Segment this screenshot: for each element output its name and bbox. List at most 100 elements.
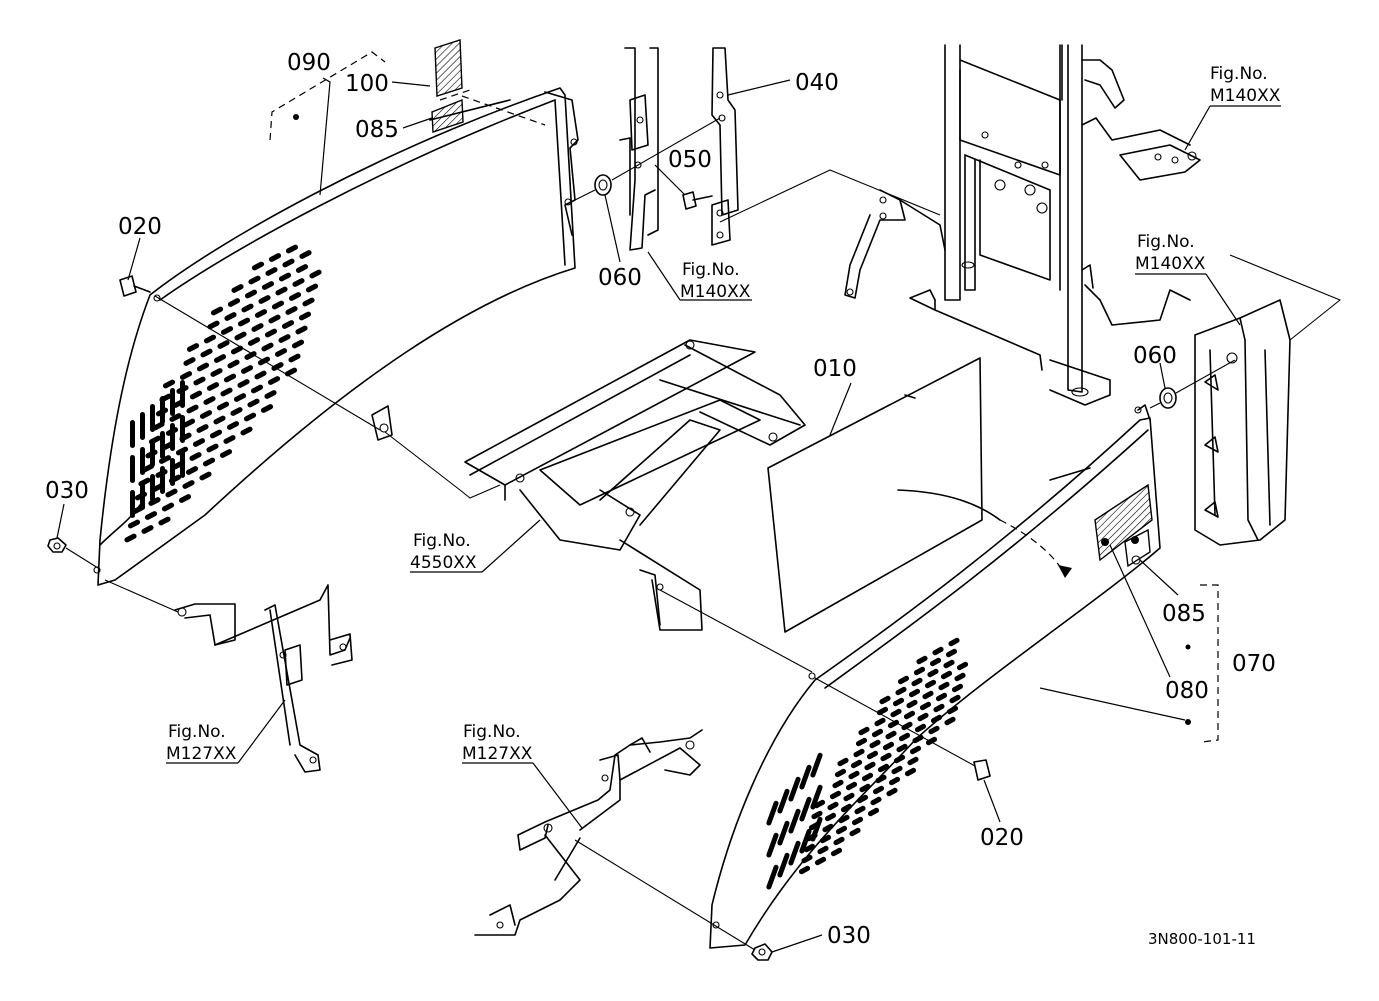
vent-slot	[914, 723, 927, 733]
vent-slot	[777, 788, 790, 814]
vent-slot	[216, 401, 230, 411]
vent-slot	[940, 670, 953, 680]
vent-slot	[140, 482, 145, 510]
vent-slot	[241, 303, 254, 313]
vent-slot	[855, 737, 868, 747]
vent-slot	[183, 357, 196, 366]
vent-slot	[182, 480, 195, 489]
vent-slot	[810, 752, 823, 778]
vent-slot	[170, 388, 175, 416]
vent-slot	[309, 269, 322, 279]
vent-slot	[144, 511, 158, 520]
vent-slot	[213, 354, 227, 363]
label-070: 070	[1232, 651, 1276, 677]
label-060-left: 060	[598, 265, 642, 291]
vent-slot	[892, 697, 905, 707]
vent-slot	[877, 763, 890, 773]
bolt-020-left	[119, 275, 151, 297]
vent-slot	[777, 852, 790, 878]
vent-slot	[130, 420, 135, 448]
left-side-cover	[93, 87, 579, 586]
nut-030-left	[47, 537, 67, 553]
vent-slot	[943, 659, 955, 669]
vent-slot	[302, 297, 315, 307]
vent-slot	[843, 792, 855, 802]
vent-slot	[189, 452, 202, 461]
vent-slot	[213, 415, 226, 425]
vent-slot	[956, 661, 969, 671]
vent-slot	[180, 380, 185, 408]
vent-slot	[251, 323, 264, 332]
vent-slot	[150, 474, 155, 502]
bracket-040	[711, 47, 739, 246]
vent-slot	[928, 725, 940, 735]
vent-slot	[788, 808, 801, 834]
vent-slot	[944, 716, 956, 726]
vent-slot	[893, 754, 906, 764]
label-030-right: 030	[827, 923, 871, 949]
lower-center-bracket	[474, 729, 703, 936]
figref-m140-center-code: M140XX	[680, 282, 751, 302]
label-080: 080	[1165, 678, 1209, 704]
vent-slot	[186, 404, 199, 414]
vent-slot	[875, 774, 887, 784]
vent-slot	[945, 648, 958, 658]
vent-slot	[162, 379, 176, 389]
figref-m127-left-title: Fig.No.	[168, 722, 226, 742]
vent-slot	[230, 407, 243, 416]
vent-slot	[859, 783, 871, 793]
vent-slot	[837, 757, 849, 767]
vent-slot	[152, 421, 165, 431]
vent-slot	[819, 834, 832, 844]
vent-slot	[799, 828, 812, 854]
figref-m127-center: Fig.No. M127XX	[462, 722, 533, 764]
vent-slot	[268, 314, 281, 324]
vent-slot	[161, 502, 175, 512]
vent-slot	[799, 764, 812, 790]
vent-slot	[244, 289, 258, 299]
vent-slot	[240, 365, 254, 374]
vent-slot	[210, 368, 223, 377]
vent-slot	[908, 688, 921, 698]
vent-slot	[207, 320, 220, 330]
vent-slot	[284, 367, 298, 377]
vent-slot	[127, 519, 141, 529]
vent-slot	[867, 807, 880, 817]
bracket-top-right	[1119, 144, 1201, 181]
vent-slot	[904, 767, 917, 777]
vent-slot	[158, 516, 171, 526]
vent-slot	[150, 439, 155, 467]
vent-slot	[196, 362, 210, 372]
vent-slot	[814, 856, 827, 866]
vent-slot	[210, 306, 224, 316]
vent-slot	[250, 384, 264, 394]
vent-slot	[217, 340, 230, 349]
vent-slot	[298, 311, 312, 321]
vent-slot	[186, 343, 200, 352]
figref-m140-center: Fig.No. M140XX	[680, 260, 751, 302]
vent-slot	[925, 736, 938, 746]
bolt-020-right	[973, 759, 991, 781]
vent-slot	[254, 309, 268, 318]
vent-slot	[299, 250, 312, 259]
vent-slot	[854, 805, 866, 815]
vent-slot	[766, 864, 779, 890]
vent-slot	[822, 823, 834, 833]
vent-slot	[305, 283, 319, 293]
vent-slot	[951, 683, 964, 693]
figref-4550-code: 4550XX	[410, 553, 477, 573]
vent-slot	[898, 732, 911, 742]
vent-slot	[220, 387, 233, 397]
vent-slot	[169, 413, 182, 422]
figref-m140-right-title: Fig.No.	[1137, 232, 1195, 252]
vent-slot	[158, 455, 172, 464]
figref-m140-top-title: Fig.No.	[1210, 64, 1268, 84]
label-020-right: 020	[980, 825, 1024, 851]
vent-slot	[890, 708, 902, 718]
vent-slot	[870, 796, 882, 806]
vent-slot	[835, 825, 848, 835]
vent-slot	[903, 710, 916, 720]
vent-slot	[240, 426, 253, 436]
vent-slot	[838, 814, 850, 824]
